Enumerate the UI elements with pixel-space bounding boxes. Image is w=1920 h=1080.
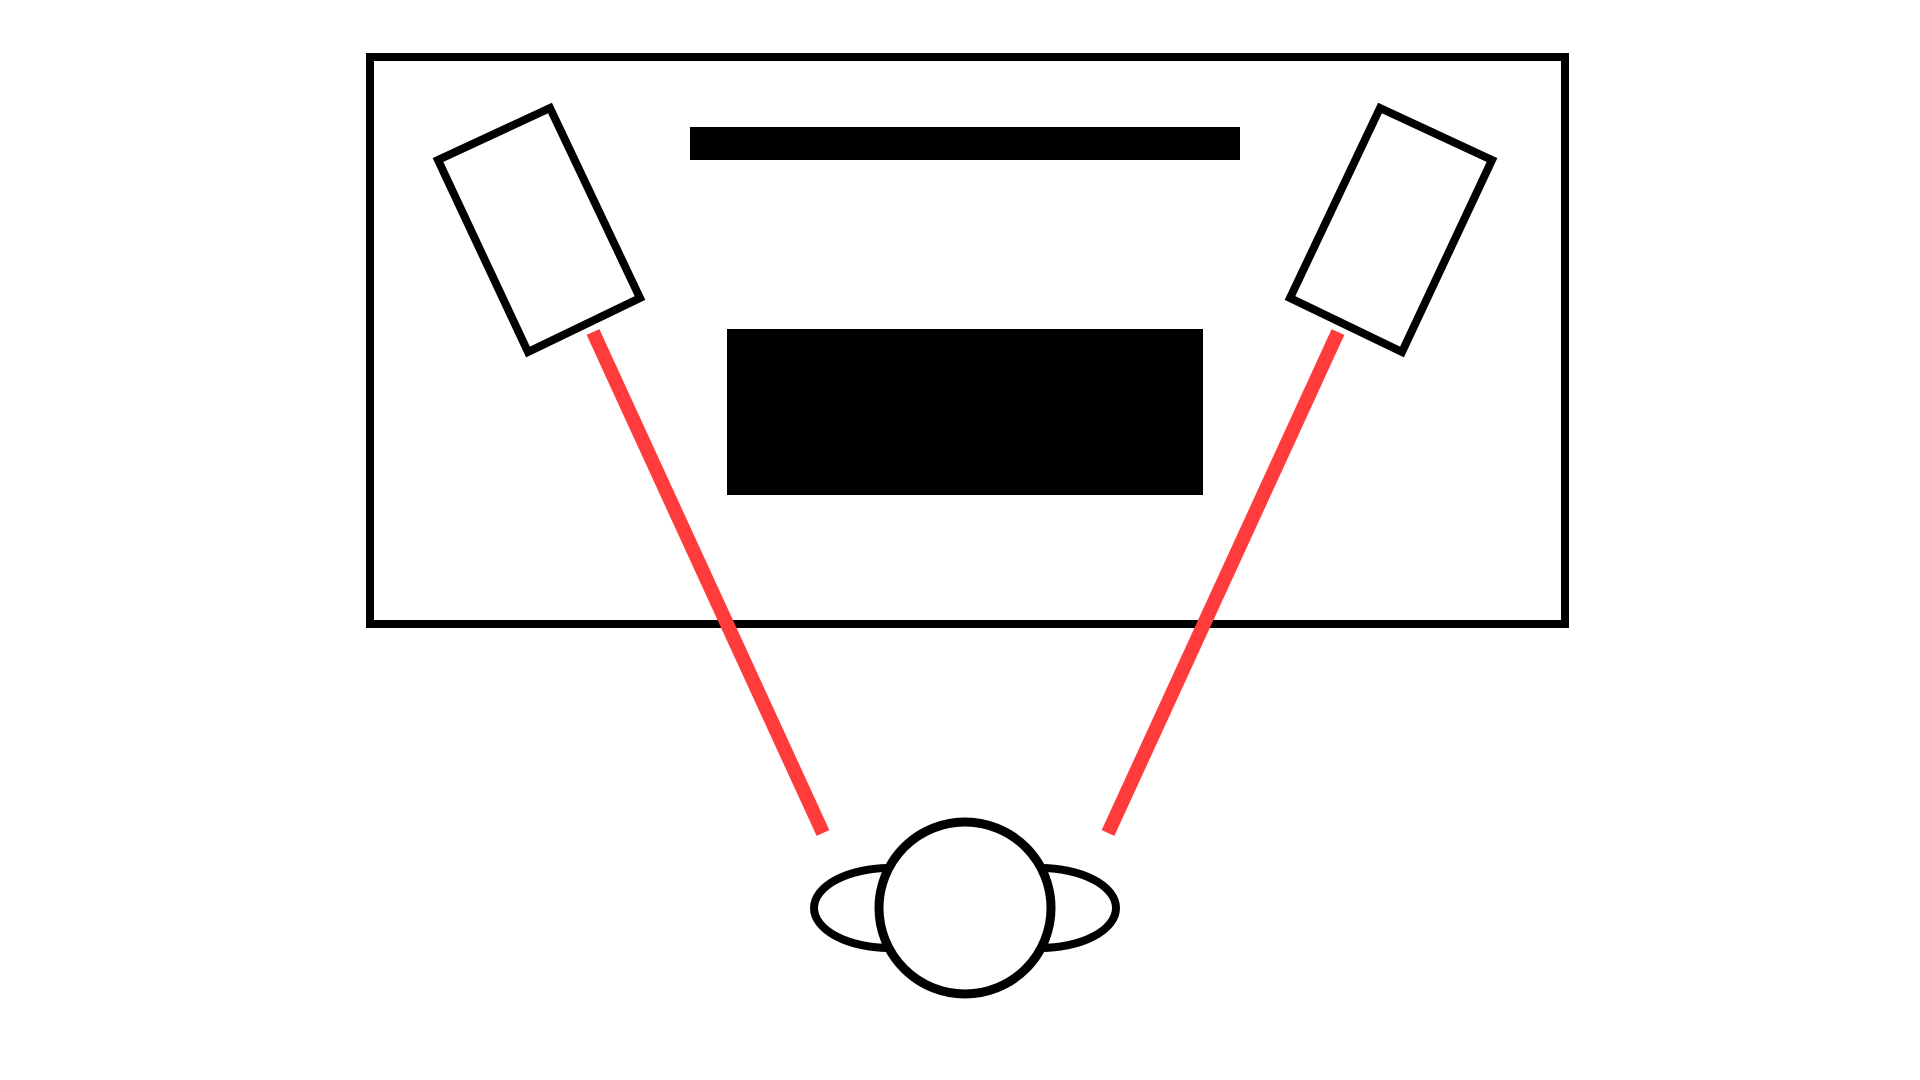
listener-head-icon (810, 817, 1120, 999)
room-outline (366, 53, 1569, 628)
right-sight-line (1101, 329, 1345, 836)
screen-bar (690, 127, 1240, 160)
right-speaker-icon (1284, 102, 1498, 358)
media-console-block (727, 329, 1203, 495)
left-sight-line (586, 329, 830, 836)
head-icon (874, 817, 1056, 999)
left-speaker-icon (432, 102, 646, 358)
